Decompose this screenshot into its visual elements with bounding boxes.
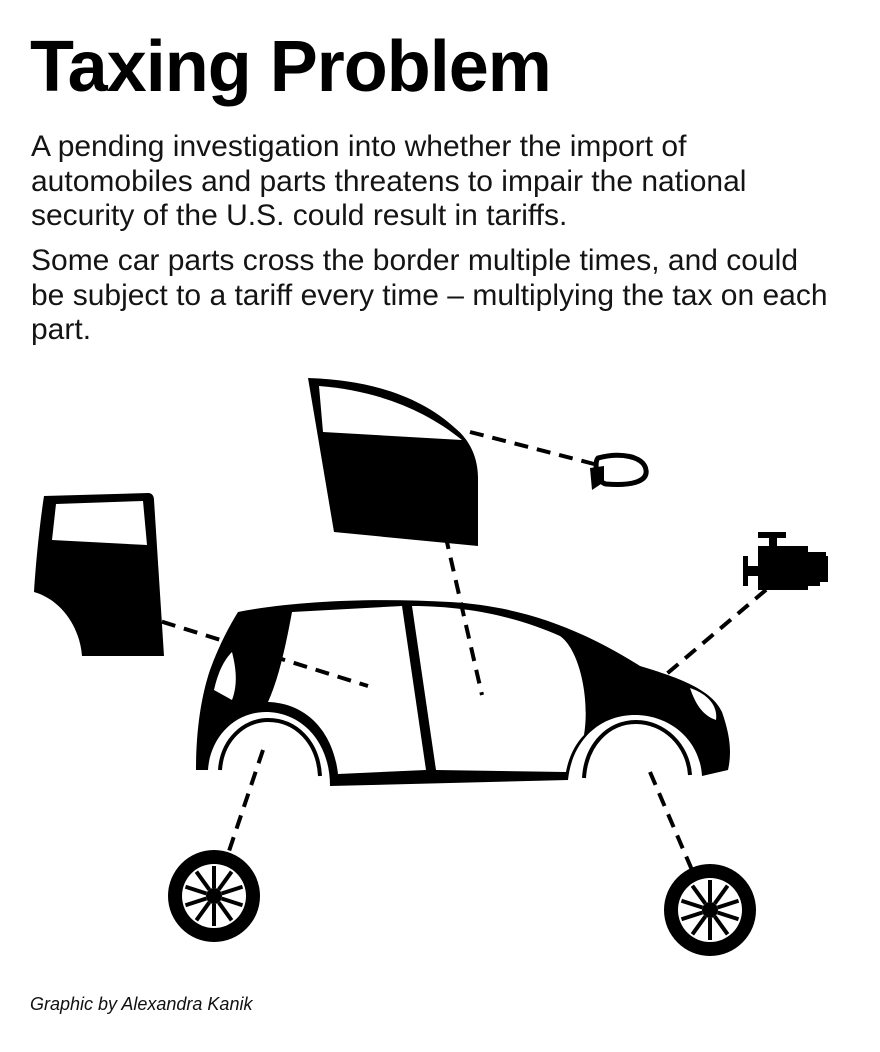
rear-wheel-connector: [224, 749, 265, 861]
tariff-paragraph: Some car parts cross the border multiple…: [31, 244, 828, 346]
graphic-credit: Graphic by Alexandra Kanik: [30, 994, 253, 1014]
front-wheel-connector: [648, 771, 694, 871]
connector-lines: [117, 430, 782, 871]
wheel-icon: [168, 850, 260, 942]
engine-connector: [648, 576, 782, 690]
page-title: Taxing Problem: [30, 27, 552, 107]
front-door-icon: [308, 378, 478, 546]
intro-paragraph: A pending investigation into whether the…: [31, 130, 747, 232]
side-mirror-icon: [590, 452, 649, 490]
front-door-connector: [428, 467, 484, 696]
mirror-connector: [469, 430, 595, 466]
wheel-icon: [664, 864, 756, 956]
rear-door-connector: [117, 606, 369, 688]
car-body-icon: [196, 600, 730, 786]
engine-icon: [743, 532, 828, 590]
rear-door-icon: [34, 493, 164, 656]
